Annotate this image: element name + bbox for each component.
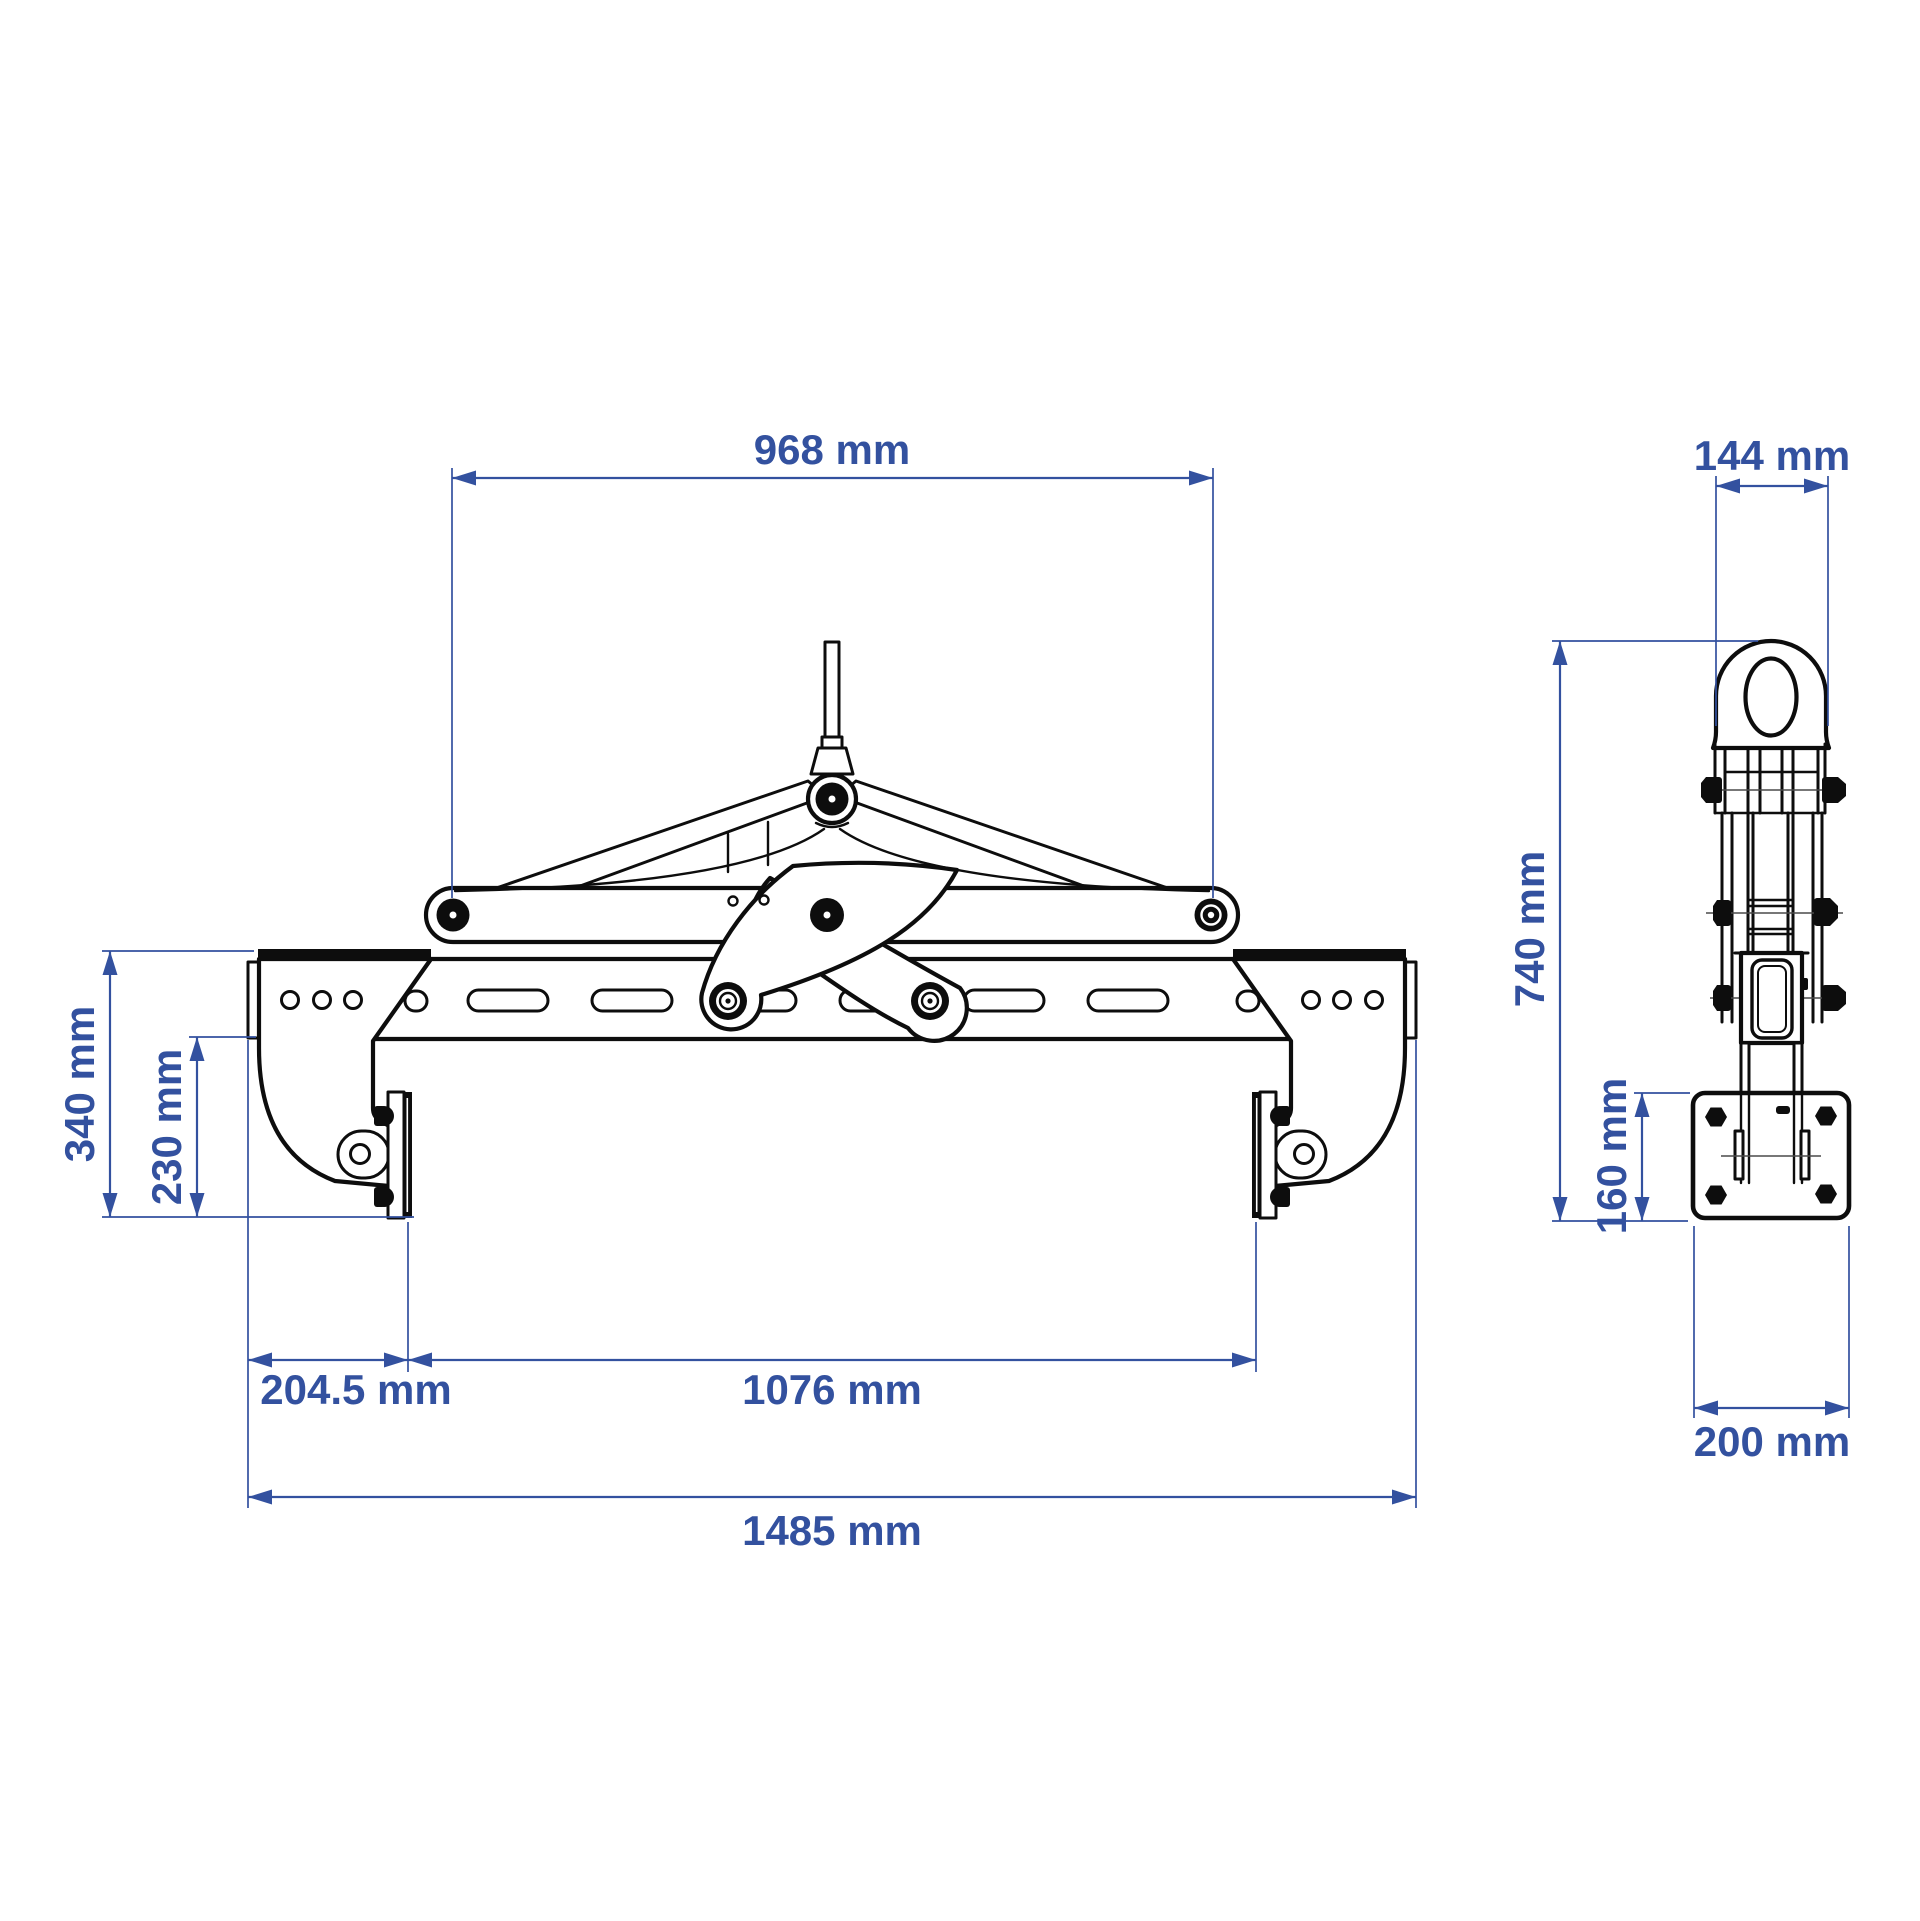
side-fork-left [1739, 1041, 1751, 1100]
left-jaw-flange [258, 949, 431, 957]
left-lug-hole [349, 1143, 371, 1165]
shank-collar [820, 735, 844, 750]
right-lug-hole [1293, 1143, 1315, 1165]
right-jaw [1230, 949, 1418, 1220]
dimension-label: 200 mm [1694, 1418, 1850, 1465]
right-jaw-hole-1 [1301, 990, 1321, 1010]
dimension-clevis-width: 144 mm [1694, 432, 1850, 726]
dimension-label: 144 mm [1694, 432, 1850, 479]
side-clevis-eye [1743, 656, 1799, 738]
rear-plate-edge-right [838, 827, 1211, 893]
side-receiver-tube [1733, 950, 1810, 1046]
top-suspension-boss [805, 772, 859, 826]
dimension-label: 160 mm [1588, 1078, 1635, 1234]
boss-under-curve [814, 821, 850, 829]
dimension-label: 1076 mm [742, 1366, 922, 1413]
dimension-label: 1485 mm [742, 1507, 922, 1554]
clevis-mount [809, 746, 855, 776]
pad-bolt-br [1815, 1184, 1837, 1204]
dimension-pad-span: 1076 mm [408, 1222, 1257, 1413]
beam-slot-partial-left [403, 989, 429, 1013]
dimension-pad-width: 200 mm [1693, 1226, 1850, 1465]
left-jaw [246, 949, 434, 1220]
pad-channel-left [1733, 1129, 1745, 1181]
dimension-top-span: 968 mm [451, 426, 1214, 898]
dimension-side-height: 740 mm [1506, 640, 1758, 1222]
dimension-overall-width: 1485 mm [248, 1040, 1417, 1554]
left-link-bushing [709, 982, 747, 1020]
dimension-jaw-height: 340 mm [56, 950, 414, 1218]
dimension-label: 340 mm [56, 1006, 103, 1162]
left-jaw-hole-1 [280, 990, 300, 1010]
front-view [246, 640, 1418, 1220]
dimensions: 968 mm 144 mm 340 mm 230 mm [56, 426, 1850, 1554]
side-base-pad [1690, 1090, 1852, 1221]
arm-end-pivot-left [436, 898, 470, 932]
right-jaw-hole-3 [1364, 990, 1384, 1010]
left-jaw-hole-3 [343, 990, 363, 1010]
plate-hole-1 [727, 895, 739, 907]
plate-hole-2 [758, 894, 770, 906]
pad-channel-right [1799, 1129, 1811, 1181]
dimension-label: 968 mm [754, 426, 910, 473]
right-grip-backplate [1258, 1090, 1278, 1220]
left-jaw-hole-2 [312, 990, 332, 1010]
side-view [1690, 638, 1852, 1221]
right-jaw-flange [1233, 949, 1406, 957]
dimension-left-offset: 204.5 mm [247, 1040, 452, 1508]
hook-shank [823, 640, 841, 747]
pad-bolt-tl [1705, 1107, 1727, 1127]
side-fork-right [1792, 1041, 1804, 1100]
arm-end-pivot-right [1194, 898, 1228, 932]
pad-bolt-tr [1815, 1106, 1837, 1126]
dimension-label: 204.5 mm [260, 1366, 451, 1413]
right-link-bushing [911, 982, 949, 1020]
dimension-pad-height: 160 mm [1588, 1078, 1690, 1234]
pad-bolt-bl [1705, 1185, 1727, 1205]
rear-plate-edge-left [453, 827, 826, 893]
right-jaw-hole-2 [1332, 990, 1352, 1010]
beam-slot-partial-right [1235, 989, 1261, 1013]
pad-tick [1776, 1106, 1790, 1114]
dimension-jaw-opening: 230 mm [143, 1036, 256, 1217]
dimension-label: 740 mm [1506, 851, 1553, 1007]
dimension-label: 230 mm [143, 1049, 190, 1205]
